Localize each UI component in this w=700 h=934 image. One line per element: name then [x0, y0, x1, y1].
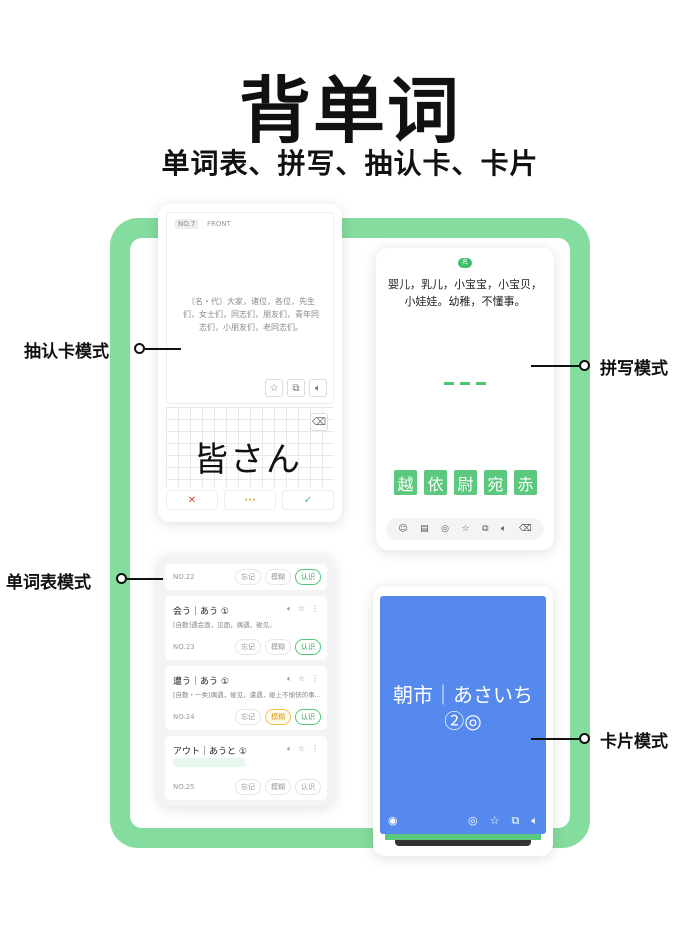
card-stack-shadow — [395, 840, 531, 846]
card-stack-edge — [385, 834, 541, 840]
word-number: NO.23 — [173, 643, 195, 651]
smile-icon[interactable]: ☺ — [398, 524, 408, 534]
copy-icon[interactable]: ⧉ — [287, 379, 305, 397]
word-number: NO.24 — [173, 713, 195, 721]
callout-dot — [579, 360, 590, 371]
callout-dot — [116, 573, 127, 584]
know-pill[interactable]: 认识 — [295, 639, 321, 655]
handwriting-canvas[interactable]: 皆さん ⌫ — [166, 407, 334, 487]
answer-blanks — [376, 382, 554, 385]
unsure-button[interactable]: ··· — [224, 490, 276, 510]
forget-pill[interactable]: 忘记 — [235, 639, 261, 655]
list-item[interactable]: 遭う｜あう ① 🔈︎ ☆ ⋮ [自動・一类]偶遇，碰见，遭遇，碰上不愉快的事..… — [165, 666, 327, 730]
spelling-toolbar: ☺ ▤ ◎ ☆ ⧉ 🔈︎ ⌫ — [386, 518, 544, 540]
speaker-icon[interactable]: 🔈︎ — [287, 674, 292, 683]
list-item[interactable]: NO.22 忘记 模糊 认识 — [165, 564, 327, 590]
card-side-label: FRONT — [207, 220, 231, 228]
flashcard-front[interactable]: NO.7 FRONT 〔名・代〕大家，诸位，各位，先生们，女士们，同志们，朋友们… — [166, 212, 334, 404]
page-title: 背单词 — [238, 69, 461, 153]
handwriting-text: 皆さん — [194, 440, 302, 480]
letter-tile[interactable]: 赤 — [514, 470, 537, 495]
word-entry: 遭う｜あう ① — [173, 677, 229, 687]
eye-icon[interactable]: ◉ — [388, 814, 398, 827]
flashcard-definition: 〔名・代〕大家，诸位，各位，先生们，女士们，同志们，朋友们，青年同志们，小朋友们… — [183, 297, 319, 332]
forget-pill[interactable]: 忘记 — [235, 709, 261, 725]
speaker-icon[interactable]: 🔈︎ — [531, 814, 538, 827]
flashcard-mode-label: 抽认卡模式 — [22, 342, 111, 362]
speaker-icon[interactable]: 🔈︎ — [309, 379, 327, 397]
vague-pill[interactable]: 模糊 — [265, 569, 291, 585]
word-definition: [自動]遇会面，见面，偶遇，碰见。 — [173, 621, 276, 629]
card-word: 朝市｜あさいち ②◎ — [393, 683, 533, 733]
wrong-button[interactable]: ✕ — [166, 490, 218, 510]
callout-line — [531, 738, 579, 740]
spelling-definition: 婴儿，乳儿，小宝宝，小宝贝，小娃娃。幼稚，不懂事。 — [388, 278, 542, 308]
more-icon[interactable]: ⋮ — [311, 604, 319, 613]
vague-pill[interactable]: 模糊 — [265, 639, 291, 655]
card-mode-panel: 朝市｜あさいち ②◎ ◉ ◎ ☆ ⧉ 🔈︎ — [373, 586, 553, 856]
callout-dot — [134, 343, 145, 354]
star-icon[interactable]: ☆ — [297, 604, 305, 613]
speaker-icon[interactable]: 🔈︎ — [287, 744, 292, 753]
eraser-icon[interactable]: ⌫ — [310, 413, 328, 431]
letter-tile[interactable]: 越 — [394, 470, 417, 495]
letter-tile[interactable]: 尉 — [454, 470, 477, 495]
callout-line — [127, 578, 163, 580]
flashcard-panel: NO.7 FRONT 〔名・代〕大家，诸位，各位，先生们，女士们，同志们，朋友们… — [158, 204, 342, 522]
star-icon[interactable]: ☆ — [297, 674, 305, 683]
list-item[interactable]: アウト｜あうと ① 🔈︎ ☆ ⋮ NO.25 忘记 模糊 认识 — [165, 736, 327, 800]
callout-line — [531, 365, 579, 367]
correct-button[interactable]: ✓ — [282, 490, 334, 510]
know-pill[interactable]: 认识 — [295, 709, 321, 725]
more-icon[interactable]: ⋮ — [311, 744, 319, 753]
page-subtitle: 单词表、拼写、抽认卡、卡片 — [161, 147, 539, 180]
know-pill[interactable]: 认识 — [295, 779, 321, 795]
copy-icon[interactable]: ⧉ — [511, 814, 520, 827]
speaker-icon[interactable]: 🔈︎ — [501, 524, 507, 534]
star-icon[interactable]: ☆ — [297, 744, 305, 753]
star-icon[interactable]: ☆ — [461, 524, 470, 534]
card-mode-label: 卡片模式 — [598, 732, 670, 752]
callout-dot — [579, 733, 590, 744]
eraser-icon[interactable]: ⌫ — [518, 524, 532, 534]
word-card[interactable]: 朝市｜あさいち ②◎ ◉ ◎ ☆ ⧉ 🔈︎ — [380, 596, 546, 834]
copy-icon[interactable]: ⧉ — [482, 524, 489, 534]
star-icon[interactable]: ☆ — [265, 379, 283, 397]
part-of-speech-badge: 名 — [458, 258, 472, 268]
wordlist-mode-label: 单词表模式 — [4, 573, 93, 593]
target-icon[interactable]: ◎ — [468, 814, 478, 827]
forget-pill[interactable]: 忘记 — [235, 569, 261, 585]
vague-pill[interactable]: 模糊 — [265, 709, 291, 725]
know-pill[interactable]: 认识 — [295, 569, 321, 585]
word-number: NO.22 — [173, 573, 195, 581]
list-item[interactable]: 会う｜あう ① 🔈︎ ☆ ⋮ [自動]遇会面，见面，偶遇，碰见。 NO.23 忘… — [165, 596, 327, 660]
letter-tile[interactable]: 依 — [424, 470, 447, 495]
spelling-panel: 名 婴儿，乳儿，小宝宝，小宝贝，小娃娃。幼稚，不懂事。 越 依 尉 宛 赤 ☺ … — [376, 248, 554, 550]
speaker-icon[interactable]: 🔈︎ — [287, 604, 292, 613]
word-entry: 会う｜あう ① — [173, 607, 229, 617]
star-icon[interactable]: ☆ — [489, 814, 500, 827]
card-number: NO.7 — [175, 219, 199, 229]
note-icon[interactable]: ▤ — [420, 524, 429, 534]
word-number: NO.25 — [173, 783, 195, 791]
hidden-definition-mask[interactable] — [173, 758, 245, 767]
spelling-mode-label: 拼写模式 — [598, 359, 670, 379]
more-icon[interactable]: ⋮ — [311, 674, 319, 683]
vague-pill[interactable]: 模糊 — [265, 779, 291, 795]
callout-line — [145, 348, 181, 350]
letter-tile[interactable]: 宛 — [484, 470, 507, 495]
forget-pill[interactable]: 忘记 — [235, 779, 261, 795]
wordlist-panel: NO.22 忘记 模糊 认识 会う｜あう ① 🔈︎ ☆ ⋮ [自動]遇会面，见面… — [158, 556, 334, 806]
target-icon[interactable]: ◎ — [441, 524, 450, 534]
word-definition: [自動・一类]偶遇，碰见，遭遇，碰上不愉快的事... — [173, 691, 321, 699]
word-entry: アウト｜あうと ① — [173, 747, 247, 757]
